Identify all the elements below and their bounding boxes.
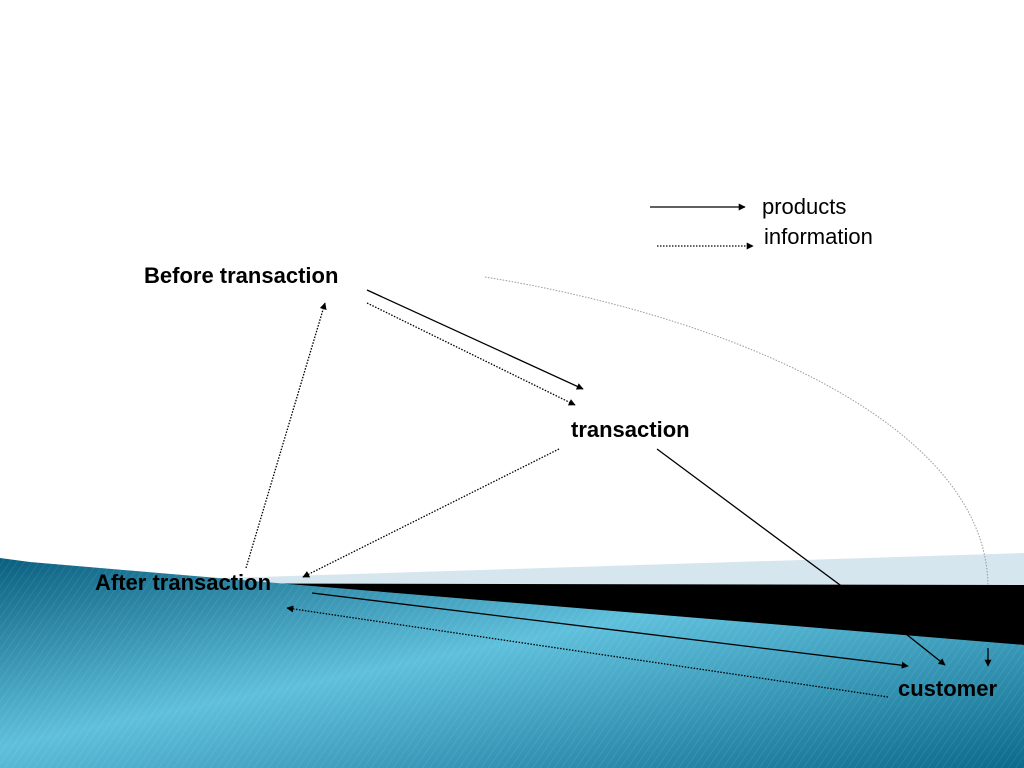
arrow-before-to-transaction-products: [366, 289, 584, 390]
node-customer: customer: [898, 676, 998, 701]
arrow-transaction-to-customer-products: [656, 448, 946, 666]
node-transaction: transaction: [571, 417, 690, 442]
arrow-after-to-before-information: [245, 302, 327, 569]
arrow-transaction-to-after-information: [302, 448, 560, 578]
arrow-before-to-transaction-information: [366, 302, 576, 406]
decorative-arc: [484, 276, 989, 586]
arrow-after-to-customer-products: [311, 592, 909, 669]
legend-products-label: products: [762, 194, 847, 219]
node-after-transaction: After transaction: [95, 570, 272, 595]
decorative-background: [0, 553, 1024, 768]
node-before-transaction: Before transaction: [144, 263, 339, 288]
legend-information-label: information: [764, 224, 873, 249]
blue-wave-texture: [0, 558, 1024, 768]
arrow-customer-to-after-information: [286, 605, 889, 698]
